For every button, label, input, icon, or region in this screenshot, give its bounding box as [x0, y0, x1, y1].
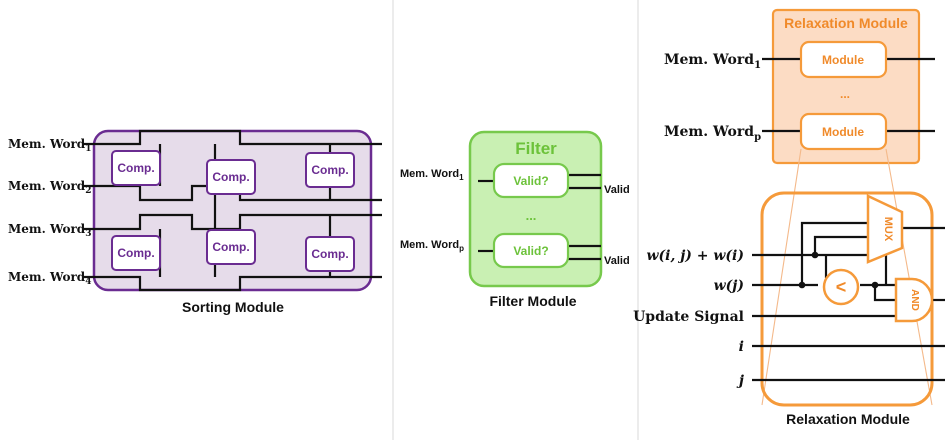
sort-wire-2	[82, 184, 382, 202]
junction-dot-1	[798, 281, 806, 289]
relax-top-input-label-p: Mem. Wordp	[664, 124, 761, 143]
relax-input-label-update: Update Signal	[633, 309, 744, 325]
mux-block: MUX	[866, 194, 904, 264]
comparator-5: Comp.	[206, 229, 256, 265]
sort-wire-4	[82, 275, 382, 292]
comparator-label: Comp.	[212, 240, 249, 254]
junction-dot-3	[871, 281, 879, 289]
and-gate: AND	[894, 277, 934, 323]
and-label: AND	[909, 289, 920, 311]
relax-route-e	[873, 285, 896, 302]
comparator-3: Comp.	[305, 152, 355, 188]
valid-check-label: Valid?	[513, 174, 548, 188]
valid-check-1: Valid?	[492, 162, 570, 199]
mux-label: MUX	[882, 217, 894, 242]
relax-input-label-j: j	[736, 373, 744, 389]
relaxation-top-title: Relaxation Module	[784, 15, 908, 31]
filter-input-label-p: Mem. Wordp	[400, 239, 464, 253]
comparator-label: Comp.	[311, 163, 348, 177]
relax-input-label-wij: w(i, j) + w(i)	[646, 248, 744, 264]
valid-check-p: Valid?	[492, 232, 570, 269]
comparator-label: Comp.	[212, 170, 249, 184]
comparator-label: Comp.	[117, 161, 154, 175]
sort-input-label-1: Mem. Word1	[8, 137, 91, 154]
compare-symbol: <	[836, 277, 847, 297]
sort-wire-1	[82, 129, 382, 146]
relax-input-label-wj: w(j)	[714, 278, 744, 294]
comparator-label: Comp.	[311, 247, 348, 261]
relax-module-label: Module	[822, 125, 864, 139]
sort-input-label-3: Mem. Word3	[8, 222, 91, 239]
relax-route-b	[813, 235, 868, 255]
less-than-comparator: <	[822, 268, 860, 306]
sorting-module: Comp. Comp. Comp. Comp. Comp. Comp. Mem.…	[8, 129, 382, 315]
junction-dot-2	[811, 251, 819, 259]
sorting-caption: Sorting Module	[182, 299, 284, 315]
sort-wire-3	[82, 213, 382, 231]
relax-route-a	[800, 221, 868, 285]
filter-caption: Filter Module	[489, 293, 576, 309]
comparator-2: Comp.	[206, 159, 256, 195]
relax-top-ellipsis: ...	[840, 87, 850, 101]
filter-output-label-1: Valid	[604, 184, 630, 196]
relax-module-p: Module	[799, 112, 888, 151]
comparator-4: Comp.	[111, 235, 161, 271]
filter-module: Filter Valid? ... Valid? Mem. Word1 Mem.…	[400, 130, 630, 309]
comparator-label: Comp.	[117, 246, 154, 260]
filter-title: Filter	[515, 139, 557, 158]
valid-check-label: Valid?	[513, 244, 548, 258]
sort-input-label-4: Mem. Word4	[8, 270, 91, 287]
relax-input-label-i: i	[739, 339, 744, 355]
relax-top-input-label-1: Mem. Word1	[664, 52, 761, 71]
filter-input-label-1: Mem. Word1	[400, 168, 464, 182]
comparator-1: Comp.	[111, 150, 161, 186]
relax-module-1: Module	[799, 40, 888, 79]
sort-input-label-2: Mem. Word2	[8, 179, 91, 196]
filter-output-label-p: Valid	[604, 255, 630, 267]
relaxation-module-detail: MUX < AND w(i, j) + w(i) w(j) Update Sig…	[633, 191, 945, 427]
comparator-6: Comp.	[305, 236, 355, 272]
relax-module-label: Module	[822, 53, 864, 67]
relaxation-module-top: Relaxation Module Module ... Module Mem.…	[664, 8, 935, 165]
relaxation-caption: Relaxation Module	[786, 411, 910, 427]
filter-ellipsis: ...	[526, 208, 537, 223]
